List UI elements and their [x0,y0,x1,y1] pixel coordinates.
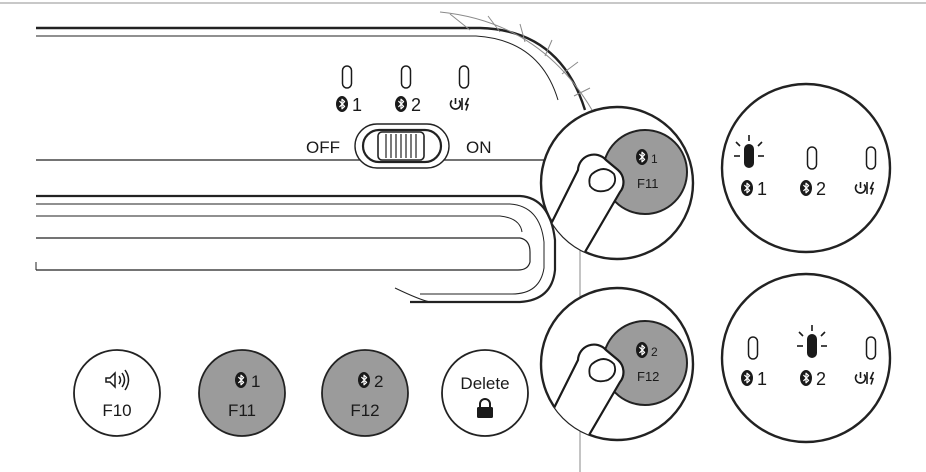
led-indicator-icon [341,65,353,89]
key-f11-label: F11 [228,401,256,420]
key-f11[interactable]: 1 F11 [198,349,286,437]
key-delete[interactable]: Delete [441,349,529,437]
zoom-led-label: 2 [816,179,826,199]
key-f10[interactable]: F10 [73,349,161,437]
key-delete-label: Delete [460,374,509,393]
led-label-2: 2 [411,95,421,115]
zoom-led-channel-1-lit: 1 2 [720,82,892,254]
zoom-press-f12: 2 F12 [539,286,695,442]
led-indicator-icon [865,336,877,360]
key-f12-label: F12 [350,401,379,420]
led-indicator-icon [865,146,877,170]
zoom-key-label: F11 [637,176,658,191]
led-label-1: 1 [352,95,362,115]
bluetooth-icon [335,83,349,125]
key-f12-num: 2 [374,372,383,391]
zoom-key-label: F12 [637,369,659,384]
key-f11-num: 1 [251,372,260,391]
switch-on-label: ON [466,138,492,157]
led-indicator-icon [806,146,818,170]
keyboard-leds: 1 2 [335,65,470,125]
zoom-led-channel-2-lit: 1 2 [720,272,892,444]
switch-off-label: OFF [306,138,340,157]
key-f10-label: F10 [102,401,131,420]
power-switch[interactable]: OFF ON [306,123,492,169]
speaker-volume-icon [105,369,130,391]
led-indicator-icon [400,65,412,89]
zoom-press-f11: 1 F11 [539,105,695,261]
power-charge-icon [449,97,470,112]
zoom-key-num: 2 [651,345,658,359]
zoom-key-num: 1 [651,152,658,166]
led-indicator-icon [747,336,759,360]
bluetooth-icon [394,83,408,125]
zoom-led-label: 2 [816,369,826,389]
zoom-led-label: 1 [757,179,767,199]
key-f12[interactable]: 2 F12 [321,349,409,437]
led-indicator-icon [458,65,470,89]
zoom-led-label: 1 [757,369,767,389]
lock-icon [477,398,493,418]
